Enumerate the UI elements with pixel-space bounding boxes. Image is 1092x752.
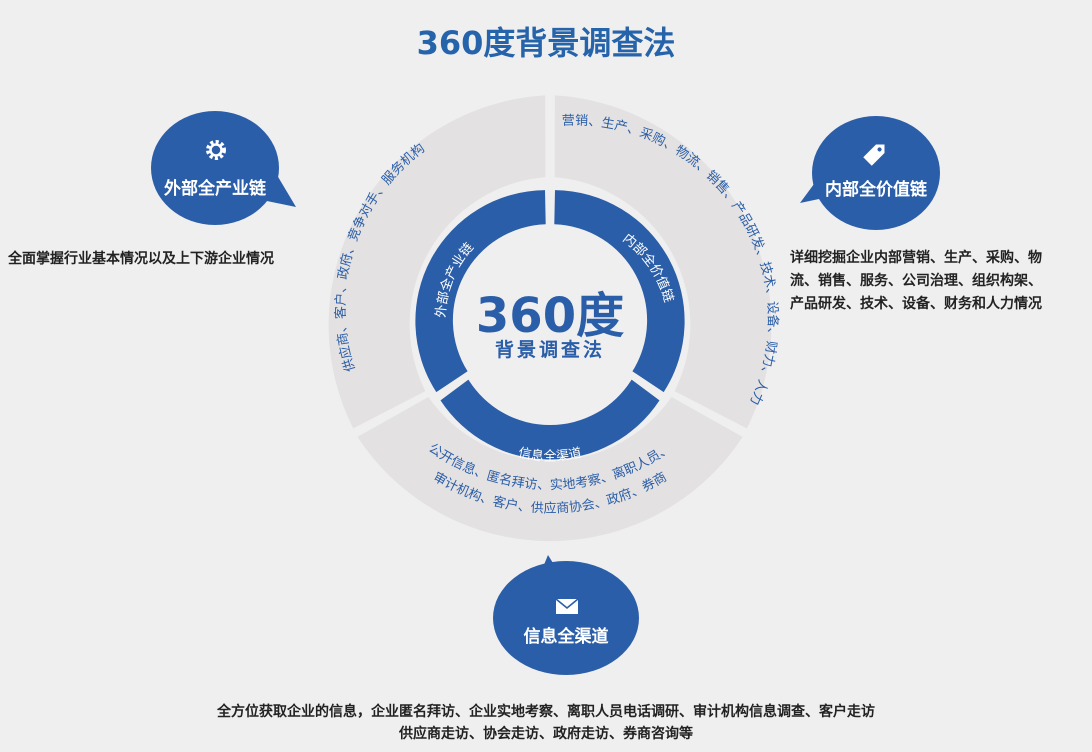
outer-segment-channel [357, 397, 743, 542]
inner-segment-internal [554, 190, 685, 393]
description-external: 全面掌握行业基本情况以及上下游企业情况 [8, 251, 274, 267]
description-channel-line1: 全方位获取企业的信息，企业匿名拜访、企业实地考察、离职人员电话调研、审计机构信息… [217, 704, 875, 720]
inner-segment-channel [440, 379, 660, 460]
gear-icon [206, 140, 226, 160]
page-title: 360度背景调查法 [416, 24, 676, 62]
center-subtitle: 背景调查法 [495, 338, 605, 361]
outer-segment-external [328, 95, 546, 429]
outer-segment-internal [554, 95, 772, 429]
inner-label-channel: 信息全渠道 [517, 446, 583, 465]
bubble-label-internal: 内部全价值链 [825, 180, 927, 200]
center-title: 360度 [476, 288, 624, 344]
tag-icon [863, 144, 885, 166]
inner-segment-external [415, 190, 546, 393]
bubble-channel [493, 555, 639, 675]
bubble-external [151, 111, 296, 225]
description-internal: 详细挖掘企业内部营销、生产、采购、物 流、销售、服务、公司治理、组织构架、 产品… [790, 247, 1090, 316]
description-internal-line: 流、销售、服务、公司治理、组织构架、 [790, 273, 1042, 289]
envelope-icon [555, 598, 579, 614]
bubble-internal [800, 116, 940, 230]
description-channel-line2: 供应商走访、协会走访、政府走访、券商咨询等 [399, 726, 693, 742]
bubble-label-channel: 信息全渠道 [523, 627, 609, 647]
description-internal-line: 产品研发、技术、设备、财务和人力情况 [790, 296, 1042, 312]
description-internal-line: 详细挖掘企业内部营销、生产、采购、物 [790, 250, 1042, 266]
bubble-label-external: 外部全产业链 [164, 179, 266, 199]
